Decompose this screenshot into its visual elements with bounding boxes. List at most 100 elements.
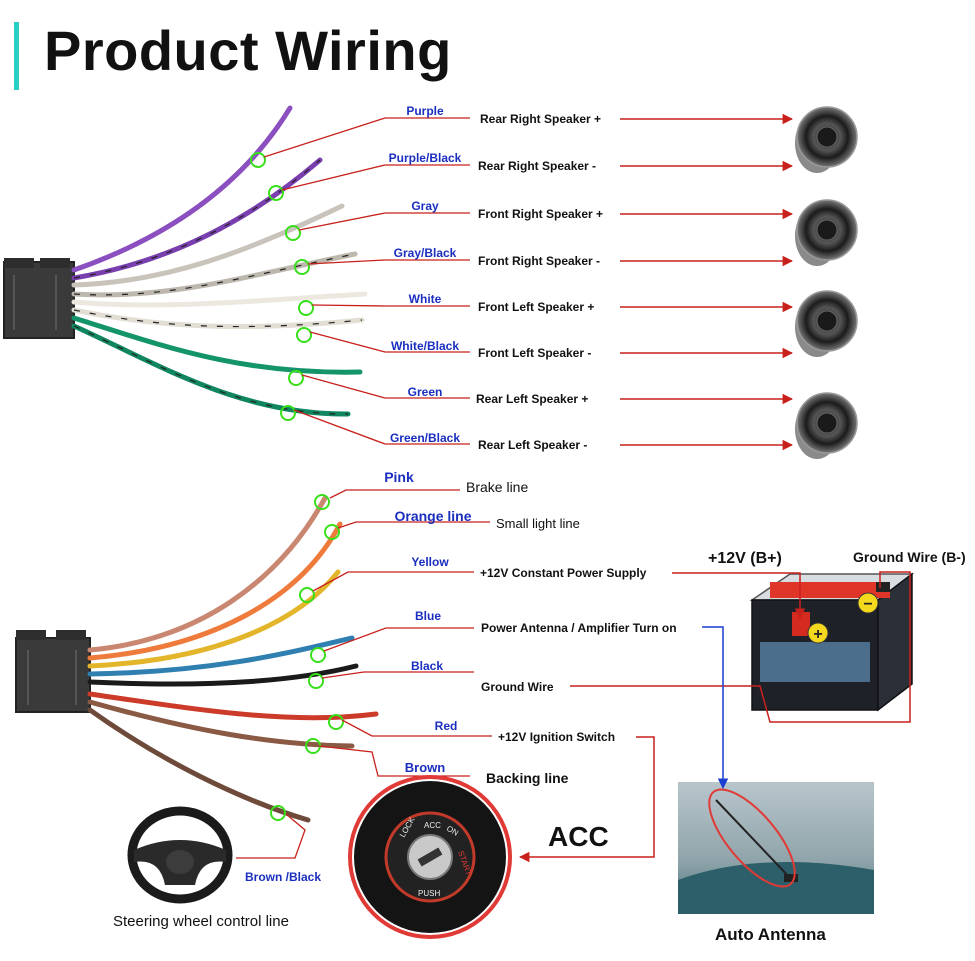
wire-function-label-pink: Brake line xyxy=(466,479,528,495)
wire-white-black xyxy=(71,307,365,330)
wire-marker-gray xyxy=(285,225,301,241)
wire-function-label-yellow: +12V Constant Power Supply xyxy=(480,566,647,580)
wire-black xyxy=(87,663,359,687)
leader-line-green-black xyxy=(293,409,470,445)
wire-marker-brown-black xyxy=(270,805,286,821)
wire-color-label-green: Green xyxy=(408,385,443,399)
title-accent-bar xyxy=(14,22,19,90)
battery-connection-lines xyxy=(518,571,911,863)
wire-color-label-brown: Brown xyxy=(405,760,446,775)
wire-function-label-white: Front Left Speaker + xyxy=(478,300,594,314)
antenna-label: Auto Antenna xyxy=(715,925,826,944)
wire-color-label-purple-black: Purple/Black xyxy=(389,151,462,165)
wire-orange-line xyxy=(87,521,343,661)
svg-text:+: + xyxy=(813,626,822,643)
wire-function-label-orange-line: Small light line xyxy=(496,516,580,531)
wire-brown-black xyxy=(87,707,311,823)
wire-gray xyxy=(71,203,345,288)
speaker-icon xyxy=(795,392,858,459)
auto-antenna-photo xyxy=(678,782,874,914)
leader-line-yellow xyxy=(312,571,474,592)
leader-line-orange-line xyxy=(337,521,490,529)
wire-yellow xyxy=(87,569,341,669)
wire-marker-blue xyxy=(310,647,326,663)
wire-color-label-black: Black xyxy=(411,659,443,673)
wire-stripe-green-black xyxy=(73,325,349,415)
wire-color-label-white-black: White/Black xyxy=(391,339,459,353)
wire-function-label-purple: Rear Right Speaker + xyxy=(480,112,601,126)
wire-color-label-yellow: Yellow xyxy=(411,555,449,569)
wire-green xyxy=(71,315,363,375)
leader-line-blue xyxy=(323,627,474,652)
wire-stripe-gray-black xyxy=(73,253,356,296)
wire-marker-gray-black xyxy=(294,259,310,275)
acc-label: ACC xyxy=(548,821,609,852)
steering-wheel-icon xyxy=(127,806,233,904)
wire-color-label-gray-black: Gray/Black xyxy=(394,246,457,260)
wire-marker-yellow xyxy=(299,587,315,603)
leader-line-brown-black xyxy=(236,813,306,859)
battery-positive-label: +12V (B+) xyxy=(708,550,782,567)
car-battery: + − xyxy=(749,572,915,712)
wire-marker-green-black xyxy=(280,405,296,421)
wire-marker-white xyxy=(298,300,314,316)
wire-pink xyxy=(87,495,328,653)
leader-line-purple-black xyxy=(281,164,470,191)
wire-marker-white-black xyxy=(296,327,312,343)
wire-marker-black xyxy=(308,673,324,689)
wire-color-label-brown-black: Brown /Black xyxy=(245,870,321,884)
svg-text:−: − xyxy=(863,596,872,613)
wire-marker-green xyxy=(288,370,304,386)
wire-function-label-white-black: Front Left Speaker - xyxy=(478,346,591,360)
wire-function-label-green: Rear Left Speaker + xyxy=(476,392,588,406)
wire-marker-orange-line xyxy=(324,524,340,540)
wire-white xyxy=(71,291,368,308)
wire-function-label-blue: Power Antenna / Amplifier Turn on xyxy=(481,621,677,635)
wire-marker-purple xyxy=(250,152,266,168)
battery-negative-label: Ground Wire (B-) xyxy=(853,549,966,565)
ignition-switch-icon: LOCK ACC ON START PUSH xyxy=(348,775,512,939)
leader-line-gray-black xyxy=(307,259,470,265)
speaker-icon xyxy=(795,290,858,357)
speaker-connector-plug xyxy=(3,258,75,339)
ignition-word-push: PUSH xyxy=(418,889,440,898)
ignition-word-acc: ACC xyxy=(424,821,441,830)
wire-function-label-brown: Backing line xyxy=(486,770,569,786)
wire-blue xyxy=(87,635,355,677)
wire-color-label-red: Red xyxy=(435,719,458,733)
wire-color-label-pink: Pink xyxy=(384,469,414,485)
wire-red xyxy=(87,691,379,721)
wire-function-label-purple-black: Rear Right Speaker - xyxy=(478,159,596,173)
leader-line-green xyxy=(301,374,470,399)
leader-line-black xyxy=(321,671,474,679)
wire-purple xyxy=(71,105,293,273)
power-connector-plug xyxy=(15,630,91,713)
wire-function-label-gray: Front Right Speaker + xyxy=(478,207,603,221)
wire-color-label-green-black: Green/Black xyxy=(390,431,460,445)
leader-line-red xyxy=(341,719,492,737)
leader-line-white xyxy=(311,304,470,307)
wire-marker-red xyxy=(328,714,344,730)
wire-stripe-purple-black xyxy=(73,159,321,279)
leader-line-pink xyxy=(329,489,460,499)
wire-purple-black xyxy=(71,157,323,281)
leader-line-brown xyxy=(318,745,470,777)
wire-color-label-orange-line: Orange line xyxy=(394,508,471,524)
speaker-icon xyxy=(795,106,858,173)
speaker-icon xyxy=(795,199,858,266)
wire-color-label-gray: Gray xyxy=(411,199,439,213)
steering-wheel-label: Steering wheel control line xyxy=(113,913,289,930)
wire-color-label-purple: Purple xyxy=(406,104,444,118)
leader-line-purple xyxy=(263,117,470,158)
wire-function-label-green-black: Rear Left Speaker - xyxy=(478,438,587,452)
wire-function-label-red: +12V Ignition Switch xyxy=(498,730,615,744)
wire-marker-pink xyxy=(314,494,330,510)
wire-function-label-gray-black: Front Right Speaker - xyxy=(478,254,600,268)
wire-function-label-black: Ground Wire xyxy=(481,680,554,694)
page-title: Product Wiring xyxy=(44,19,452,82)
wire-stripe-white-black xyxy=(73,309,363,328)
wire-color-label-blue: Blue xyxy=(415,609,441,623)
leader-line-white-black xyxy=(309,331,470,353)
